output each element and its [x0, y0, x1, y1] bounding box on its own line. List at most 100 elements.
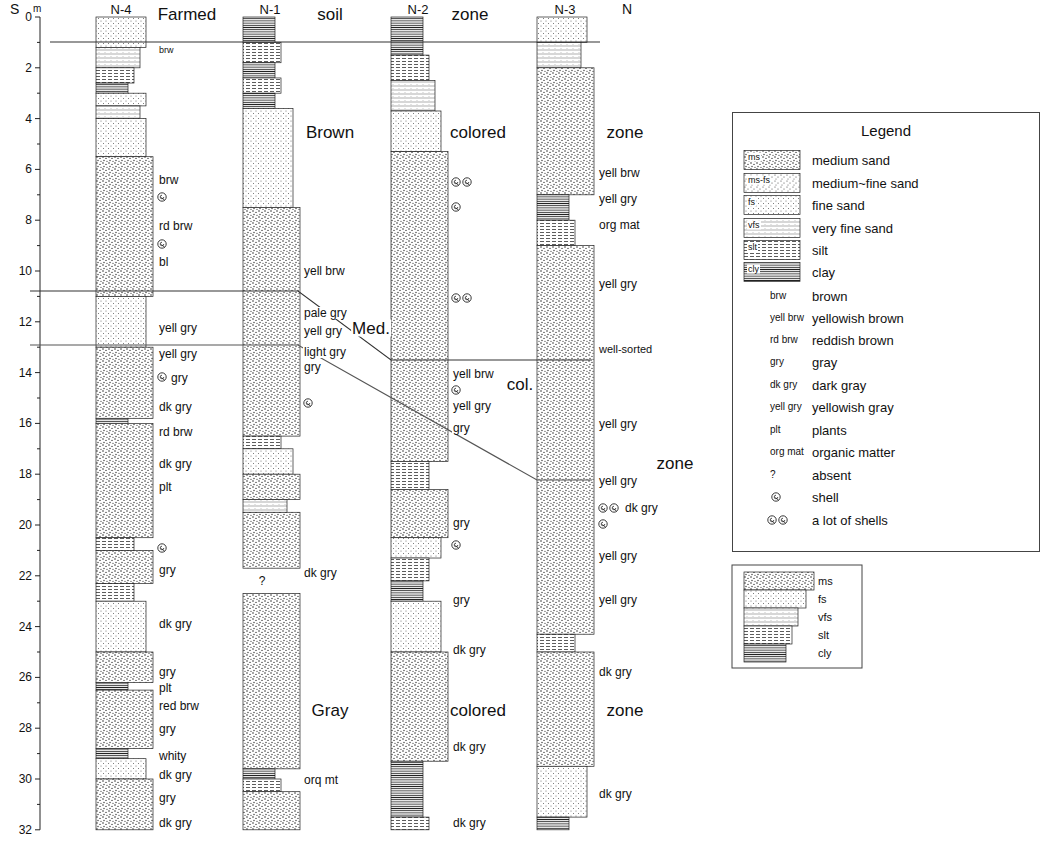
zone-label: Farmed: [157, 6, 218, 23]
lithology-layer: [96, 682, 128, 690]
borehole-name: N-2: [408, 3, 429, 16]
shell-symbol: [463, 294, 471, 302]
sediment-note: yell brw: [303, 265, 346, 277]
borehole-name: N-4: [111, 3, 132, 16]
legend-text: medium~fine sand: [812, 177, 919, 190]
sediment-note: gry: [158, 666, 177, 678]
borehole-column: [537, 17, 594, 830]
lithology-layer: [537, 817, 569, 830]
sediment-note: gry: [452, 594, 471, 606]
depth-tick: [37, 652, 40, 653]
lithology-layer: [537, 652, 594, 766]
sediment-note: dk gry: [158, 618, 193, 630]
legend-heading: Legend: [733, 123, 1039, 138]
grain-size-label: cly: [818, 648, 831, 659]
legend-text: yellowish gray: [812, 401, 894, 414]
lithology-layer: [537, 68, 594, 195]
grain-size-box: [732, 565, 862, 668]
depth-tick-label: 20: [19, 519, 32, 531]
lithology-layer: [96, 68, 134, 83]
sediment-note: yell brw: [452, 368, 495, 380]
sediment-note: plt: [158, 481, 173, 493]
lithology-layer: [243, 769, 275, 779]
depth-tick: [37, 753, 40, 754]
depth-tick: [35, 220, 40, 221]
zone-label: zone: [606, 124, 645, 141]
shell-symbol: [158, 544, 166, 552]
lithology-layer: [243, 93, 275, 108]
sediment-note: yell gry: [598, 550, 638, 562]
depth-tick-label: 26: [19, 671, 32, 683]
sediment-note: whity: [158, 750, 187, 762]
depth-tick: [35, 779, 40, 780]
zone-label: Brown: [305, 124, 355, 141]
zone-label: colored: [449, 124, 507, 141]
lithology-layer: [391, 17, 423, 55]
legend-swatch: [744, 219, 800, 238]
borehole-column: [391, 17, 448, 830]
sediment-note: dk gry: [158, 458, 193, 470]
depth-tick: [35, 169, 40, 170]
sediment-note: gry: [452, 422, 471, 434]
depth-tick: [35, 321, 40, 322]
sediment-note: gry: [158, 792, 177, 804]
sediment-note: plt: [158, 682, 173, 694]
lithology-layer: [391, 152, 448, 462]
depth-tick: [37, 144, 40, 145]
legend-swatch: [744, 151, 800, 170]
depth-tick-label: 22: [19, 570, 32, 582]
sediment-note: yell gry: [598, 475, 638, 487]
lithology-layer: [243, 63, 275, 78]
lithology-layer: [391, 817, 429, 830]
lithology-layer: [391, 581, 423, 601]
lithology-layer: [391, 761, 423, 817]
sediment-note: brw: [158, 46, 175, 55]
lithology-layer: [96, 347, 153, 418]
legend-text: clay: [812, 266, 835, 279]
depth-tick: [35, 677, 40, 678]
shell-symbol: [772, 493, 780, 501]
lithology-layer: [96, 106, 140, 119]
depth-tick: [37, 448, 40, 449]
lithology-layer: [243, 474, 300, 499]
legend-text: absent: [812, 469, 851, 482]
sediment-note: dk gry: [452, 644, 487, 656]
depth-tick: [35, 474, 40, 475]
sediment-note: dk gry: [598, 788, 633, 800]
shell-symbol: [599, 504, 607, 512]
lithology-layer: [96, 418, 128, 423]
lithology-layer: [96, 83, 128, 93]
legend-text: medium sand: [812, 154, 890, 167]
depth-tick-label: 24: [19, 621, 32, 633]
sediment-note: pale gry: [303, 307, 348, 319]
grain-size-step: [744, 626, 792, 644]
depth-tick: [37, 702, 40, 703]
legend-abbreviation: ms-fs: [747, 176, 771, 185]
lithology-layer: [243, 594, 300, 769]
grain-size-step: [744, 608, 798, 626]
sediment-note: orq mt: [303, 774, 339, 786]
depth-tick-label: 16: [19, 417, 32, 429]
depth-tick: [37, 245, 40, 246]
shell-symbol: [158, 240, 166, 248]
sediment-note: dk gry: [452, 741, 487, 753]
legend-abbreviation: yell gry: [770, 402, 802, 412]
legend-text: a lot of shells: [812, 514, 888, 527]
lithology-layer: [243, 500, 287, 513]
legend-text: shell: [812, 491, 839, 504]
sediment-note: yell gry: [598, 418, 638, 430]
legend-abbreviation: dk gry: [770, 380, 797, 390]
depth-tick: [37, 194, 40, 195]
lithology-layer: [537, 766, 587, 817]
legend-swatch: [744, 241, 800, 260]
sediment-note: dk gry: [624, 502, 659, 514]
sediment-note: yell gry: [452, 400, 492, 412]
lithology-layer: [243, 17, 275, 42]
sediment-note: yell gry: [158, 322, 198, 334]
depth-tick-label: 18: [19, 468, 32, 480]
shell-symbol: [158, 193, 166, 201]
lithology-layer: [391, 601, 441, 652]
depth-tick: [35, 829, 40, 830]
sediment-note: brw: [158, 174, 179, 186]
sediment-note: gry: [158, 723, 177, 735]
